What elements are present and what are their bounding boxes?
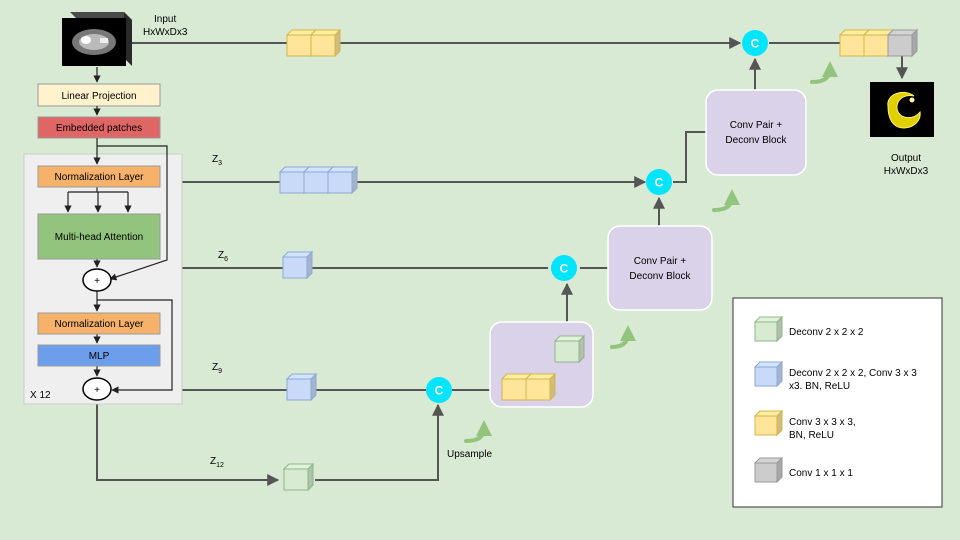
embedded-patches-box <box>37 116 161 139</box>
block-2-label-line2: Deconv Block <box>629 271 691 282</box>
cube-final-yellow-1 <box>838 28 871 58</box>
residual-add-symbol-2: + <box>94 385 100 396</box>
legend-swatch-green <box>753 315 784 343</box>
normalization-layer-2 <box>37 312 161 335</box>
legend-swatch-blue <box>753 360 784 388</box>
legend-label-4-line1: Conv 1 x 1 x 1 <box>789 468 853 479</box>
concat-nodes: C C C C <box>426 30 768 403</box>
input-volume: Input HxWxDx3 <box>62 12 188 83</box>
z12-line <box>96 402 280 486</box>
cube-z12-green <box>282 462 315 492</box>
residual-add-symbol-1: + <box>94 276 100 287</box>
input-dims: HxWxDx3 <box>143 27 188 38</box>
linear-projection-label: Linear Projection <box>61 91 136 102</box>
upsample-label: Upsample <box>447 449 492 460</box>
decoder-blocks: Conv Pair + Deconv Block Conv Pair + Dec… <box>489 89 807 408</box>
normalization-layer-2-label: Normalization Layer <box>55 319 145 330</box>
multi-head-attention-box <box>37 213 161 260</box>
legend-label-3-line2: BN, ReLU <box>789 430 834 441</box>
z12-upsample-line <box>315 403 444 481</box>
cube-z3-blue-3 <box>326 165 359 195</box>
cube-input-skip-yellow-2 <box>309 28 342 58</box>
conv-pair-deconv-block-3 <box>705 89 807 176</box>
normalization-layer-1 <box>37 165 161 188</box>
legend-swatch-gray <box>753 456 784 484</box>
block-3-label-line1: Conv Pair + <box>730 120 783 131</box>
ct-volume-icon <box>62 12 132 66</box>
embedded-patches-label: Embedded patches <box>56 123 142 134</box>
cube-z9-blue <box>285 372 318 402</box>
multi-head-attention-label: Multi-head Attention <box>55 232 143 243</box>
residual-add-node-2 <box>82 377 112 401</box>
concat-node-input-label: C <box>751 37 760 51</box>
cube-block1-green <box>553 334 586 364</box>
z6-label: Z6 <box>218 250 228 263</box>
segmentation-mask-icon <box>870 82 934 137</box>
upsample-arrows <box>464 61 838 443</box>
feature-cubes <box>278 28 919 492</box>
concat-node-input <box>742 30 768 56</box>
legend-label-2-line2: x3. BN, ReLU <box>789 381 850 392</box>
z12-label: Z12 <box>210 456 224 469</box>
encoder-stem: Linear Projection Embedded patches <box>37 83 161 139</box>
upsample-arrow-icon-3 <box>712 189 740 212</box>
conv-pair-deconv-block-2 <box>607 225 713 311</box>
z3-label: Z3 <box>212 154 222 167</box>
block-3-label-line2: Deconv Block <box>725 135 787 146</box>
block-2-label-line1: Conv Pair + <box>634 256 687 267</box>
upsample-arrow-icon-4 <box>810 61 838 84</box>
upsample-arrow-icon-1 <box>464 420 492 443</box>
legend-label-1-line1: Deconv 2 x 2 x 2 <box>789 327 864 338</box>
connection-lines <box>96 37 908 486</box>
concat-node-z3-label: C <box>655 176 664 190</box>
transformer-encoder-panel: Normalization Layer Multi-head Attention… <box>23 138 183 405</box>
cube-z6-blue <box>281 250 314 280</box>
output-volume: Output HxWxDx3 <box>870 82 934 177</box>
output-dims: HxWxDx3 <box>884 166 929 177</box>
repeat-count-label: X 12 <box>30 390 51 401</box>
upsample-arrow-icon-2 <box>610 325 636 349</box>
concat-node-z9-label: C <box>435 384 444 398</box>
z9-label: Z9 <box>212 362 222 375</box>
input-title: Input <box>154 14 176 25</box>
cube-block1-yellow-2 <box>524 372 557 402</box>
residual-add-node-1 <box>82 268 112 292</box>
legend-swatch-yellow <box>753 409 784 437</box>
linear-projection-box <box>37 83 161 107</box>
legend-label-3-line1: Conv 3 x 3 x 3, <box>789 417 856 428</box>
skip-connection-labels: Z3 Z6 Z9 Z12 <box>210 154 228 469</box>
concat-node-z9 <box>426 377 452 403</box>
legend-label-2-line1: Deconv 2 x 2 x 2, Conv 3 x 3 <box>789 368 917 379</box>
concat-node-z6 <box>551 255 577 281</box>
cube-final-gray <box>886 28 919 58</box>
normalization-layer-1-label: Normalization Layer <box>55 172 145 183</box>
c3-to-block3-line <box>673 131 706 183</box>
mlp-label: MLP <box>89 351 110 362</box>
concat-node-z6-label: C <box>560 262 569 276</box>
mlp-box <box>37 344 161 367</box>
concat-node-z3 <box>646 169 672 195</box>
legend: Deconv 2 x 2 x 2 Deconv 2 x 2 x 2, Conv 3… <box>732 297 943 508</box>
output-title: Output <box>891 153 921 164</box>
